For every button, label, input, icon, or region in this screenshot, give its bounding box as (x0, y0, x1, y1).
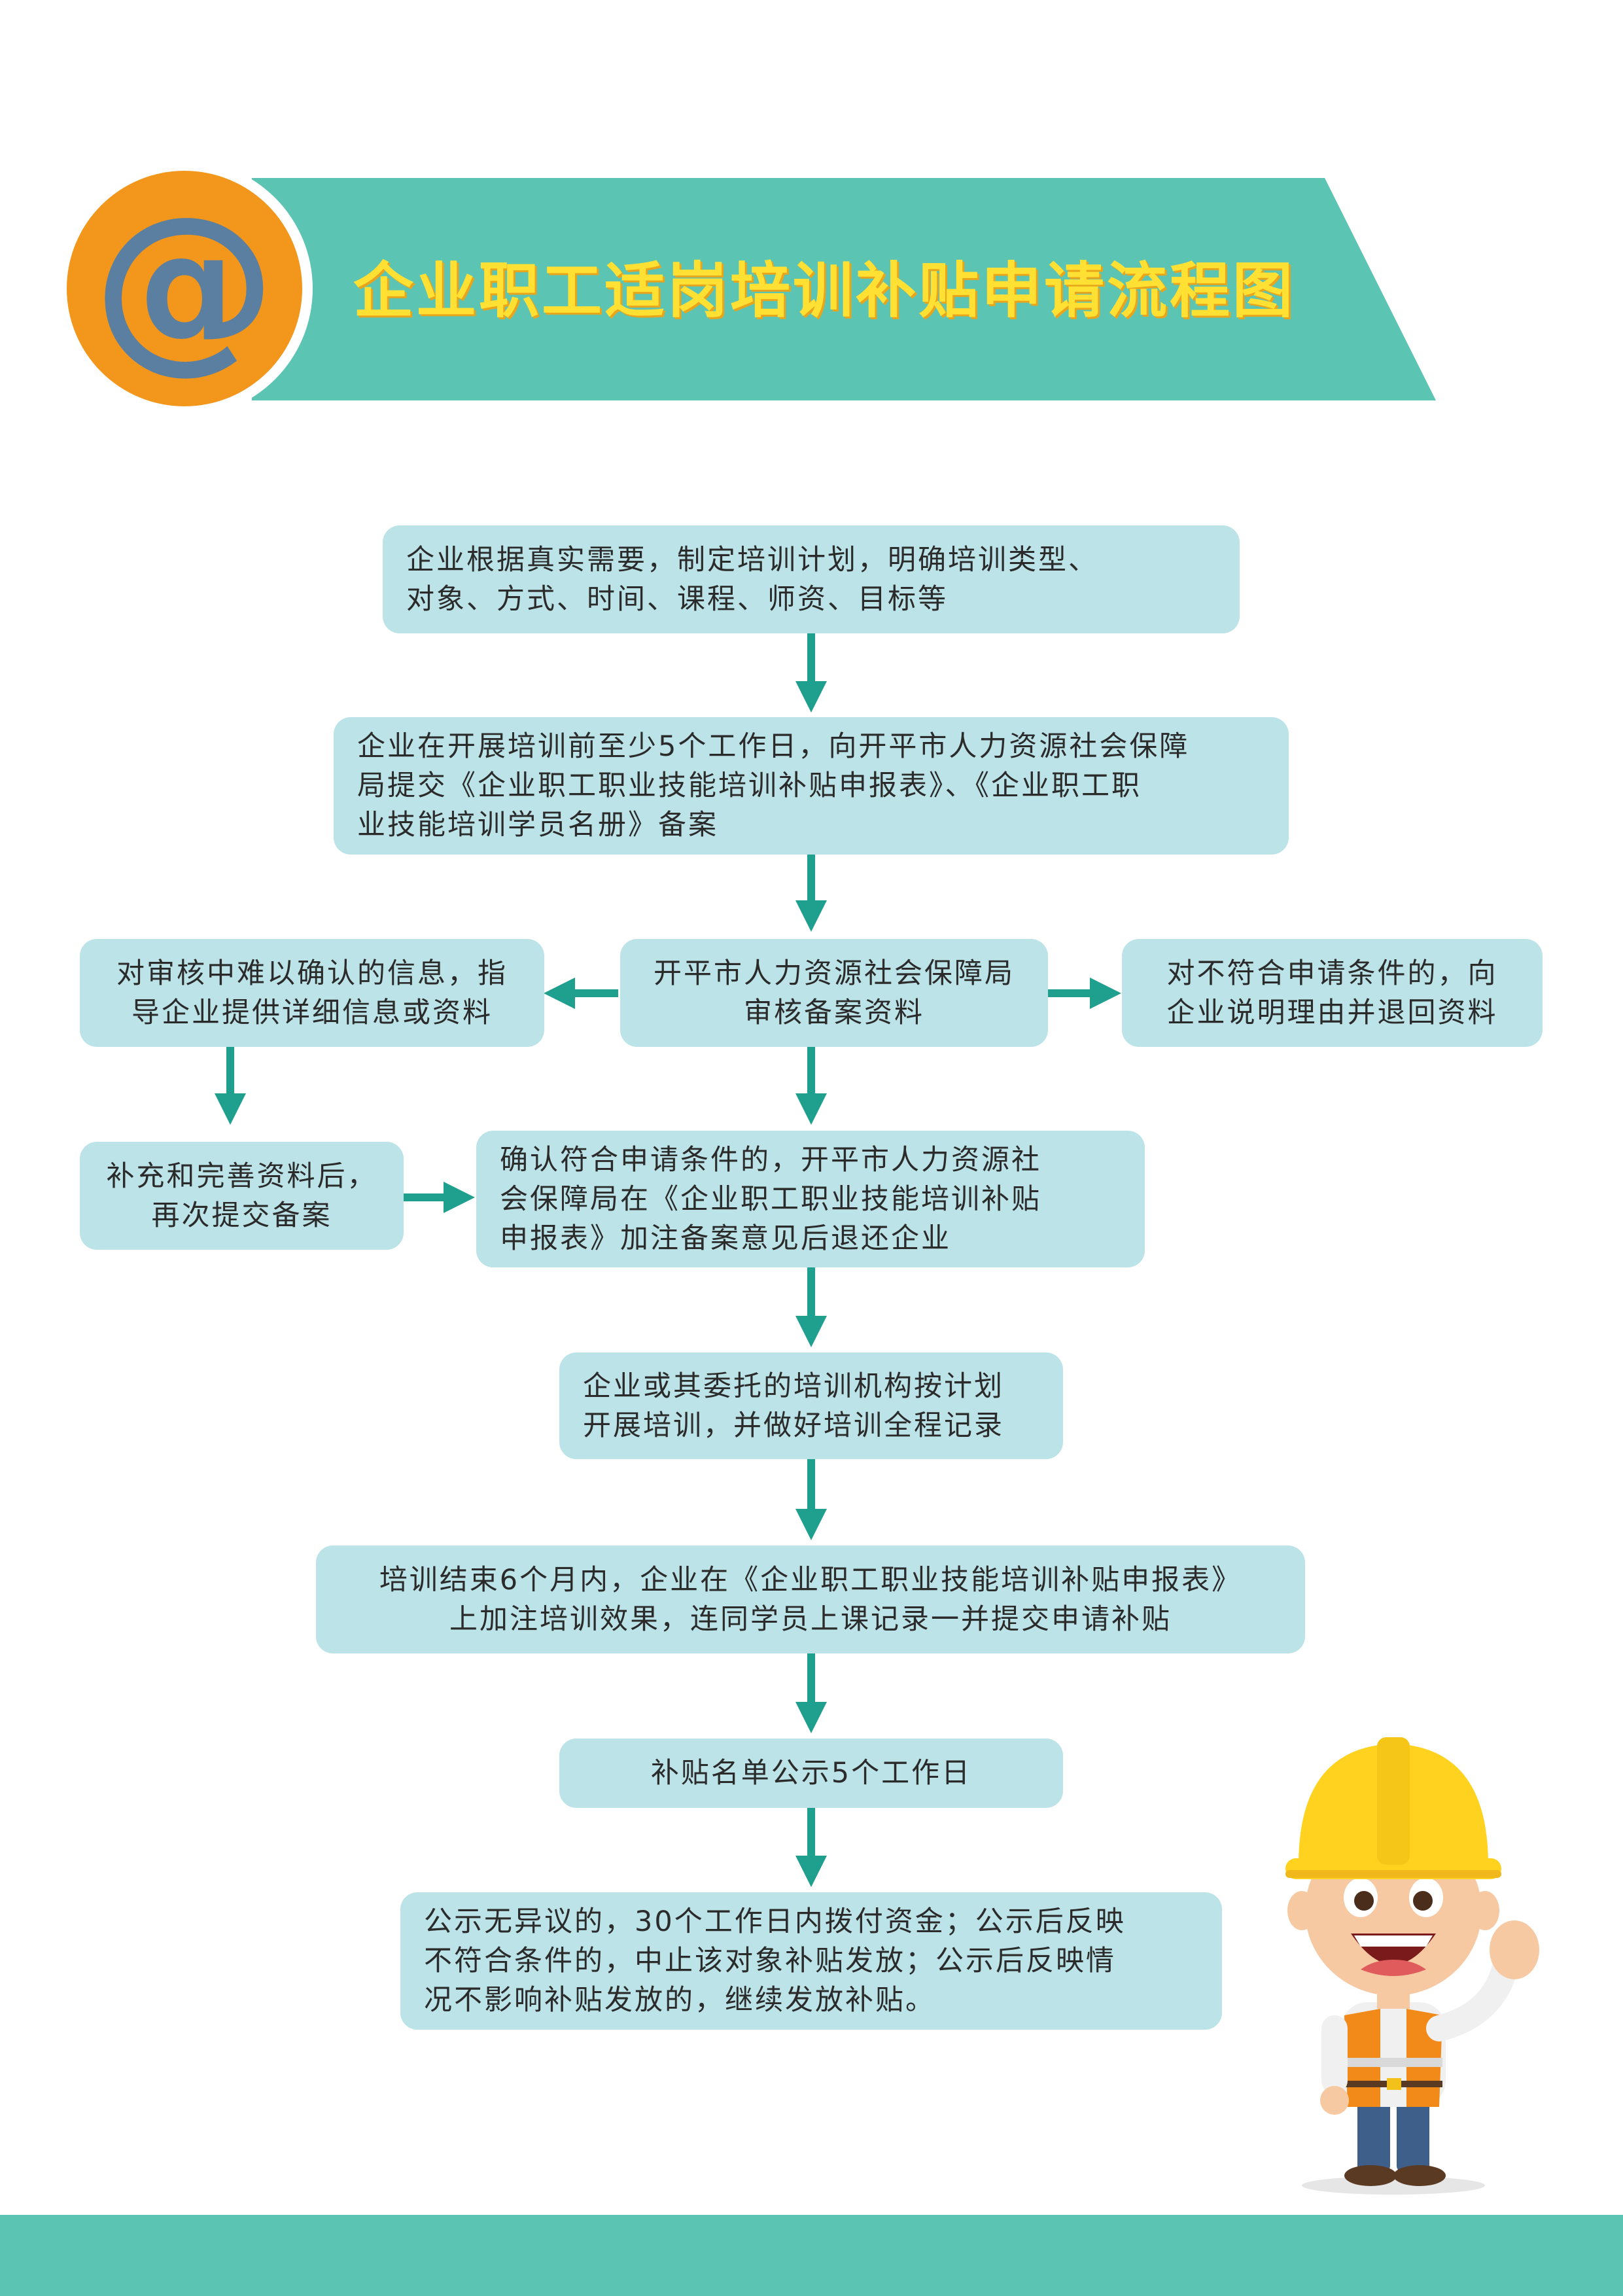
page-title: 企业职工适岗培训补贴申请流程图 (353, 256, 1296, 326)
flow-step-apply-subsidy-text: 培训结束6个月内，企业在《企业职工职业技能培训补贴申报表》 上加注培训效果，连同… (379, 1563, 1242, 1636)
flow-step-payment: 公示无异议的，30个工作日内拨付资金；公示后反映 不符合条件的，中止该对象补贴发… (400, 1892, 1222, 2030)
flow-step-conduct-training: 企业或其委托的培训机构按计划 开展培训，并做好培训全程记录 (559, 1352, 1063, 1459)
flow-step-approved: 确认符合申请条件的，开平市人力资源社 会保障局在《企业职工职业技能培训补贴 申报… (476, 1131, 1145, 1267)
banner-graphic: @ (56, 160, 1436, 417)
flow-branch-need-info: 对审核中难以确认的信息，指 导企业提供详细信息或资料 (80, 939, 544, 1047)
construction-worker-mascot (1285, 1737, 1539, 2195)
flow-step-apply-subsidy: 培训结束6个月内，企业在《企业职工职业技能培训补贴申报表》 上加注培训效果，连同… (316, 1545, 1305, 1653)
flow-step-approved-text: 确认符合申请条件的，开平市人力资源社 会保障局在《企业职工职业技能培训补贴 申报… (500, 1143, 1041, 1255)
title-ribbon (252, 178, 1436, 400)
flow-branch-rejected-text: 对不符合申请条件的，向 企业说明理由并退回资料 (1166, 957, 1498, 1029)
flow-step-review-text: 开平市人力资源社会保障局 审核备案资料 (654, 957, 1015, 1029)
flow-step-resubmit-text: 补充和完善资料后， 再次提交备案 (106, 1159, 377, 1232)
flow-step-submit-record-text: 企业在开展培训前至少5个工作日，向开平市人力资源社会保障 局提交《企业职工职业技… (357, 730, 1190, 841)
flow-step-resubmit: 补充和完善资料后， 再次提交备案 (80, 1142, 404, 1250)
at-sign-icon: @ (93, 177, 276, 391)
flow-branch-rejected: 对不符合申请条件的，向 企业说明理由并退回资料 (1122, 939, 1543, 1047)
flow-step-review: 开平市人力资源社会保障局 审核备案资料 (620, 939, 1048, 1047)
flow-step-plan: 企业根据真实需要，制定培训计划，明确培训类型、 对象、方式、时间、课程、师资、目… (383, 525, 1240, 633)
flow-branch-need-info-text: 对审核中难以确认的信息，指 导企业提供详细信息或资料 (116, 957, 508, 1029)
flow-step-conduct-training-text: 企业或其委托的培训机构按计划 开展培训，并做好培训全程记录 (583, 1369, 1004, 1442)
flow-step-plan-text: 企业根据真实需要，制定培训计划，明确培训类型、 对象、方式、时间、课程、师资、目… (406, 543, 1098, 616)
footer-band (0, 2215, 1623, 2296)
flow-step-payment-text: 公示无异议的，30个工作日内拨付资金；公示后反映 不符合条件的，中止该对象补贴发… (424, 1905, 1126, 2017)
flow-step-publicity: 补贴名单公示5个工作日 (559, 1739, 1063, 1808)
header-banner: @ 企业职工适岗培训补贴申请流程图 (0, 0, 1623, 458)
flow-step-publicity-text: 补贴名单公示5个工作日 (650, 1757, 972, 1790)
flow-step-submit-record: 企业在开展培训前至少5个工作日，向开平市人力资源社会保障 局提交《企业职工职业技… (334, 717, 1289, 855)
icon-circle (67, 171, 302, 406)
